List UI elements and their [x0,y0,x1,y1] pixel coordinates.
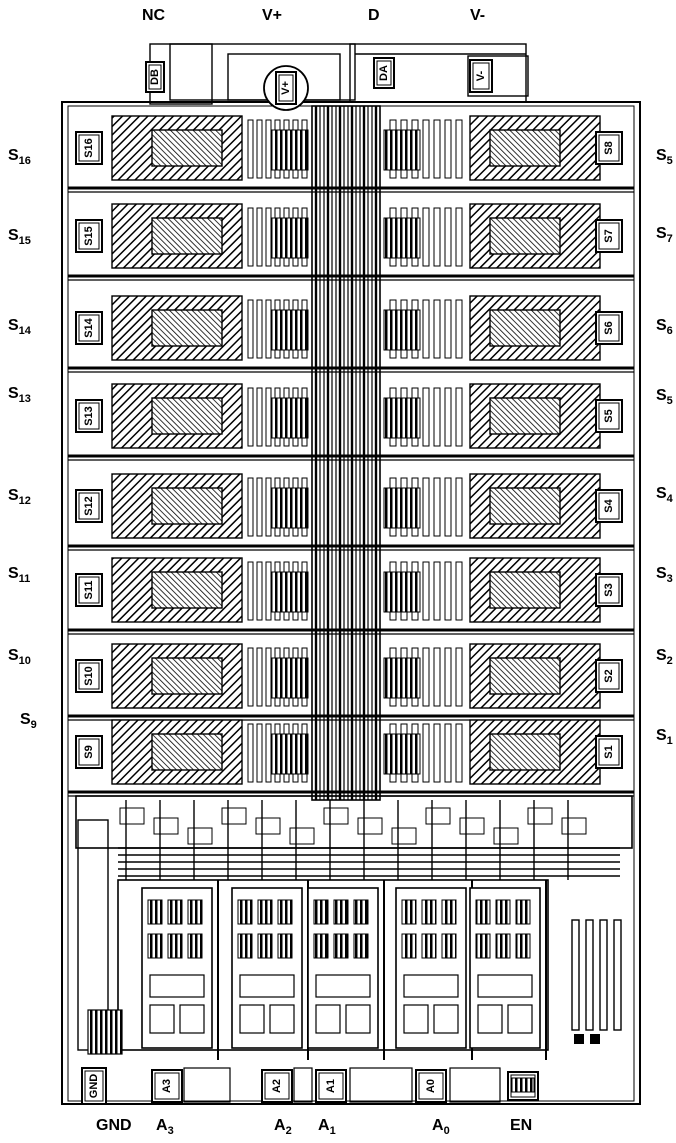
decoder-block [469,887,541,1049]
pin-label-vminus: V- [470,7,486,24]
decoder-block [307,887,379,1049]
pin-label-left-5: S11 [8,565,31,586]
pin-label-bottom-5: EN [510,1117,533,1134]
pin-label-right-6: S2 [656,647,673,668]
pad-a1: A1 [315,1069,347,1103]
pad-vminus: V- [469,59,493,93]
pin-label-right-2: S6 [656,317,673,338]
decoder-block [141,887,213,1049]
pad-a2: A2 [261,1069,293,1103]
pad-s14: S14 [75,311,103,345]
pin-label-nc: NC [142,7,166,24]
pin-label-right-3: S5 [656,387,673,408]
pad-s6: S6 [595,311,623,345]
pad-s8: S8 [595,131,623,165]
pad-s13: S13 [75,399,103,433]
pad-s12: S12 [75,489,103,523]
svg-text:A2: A2 [271,1079,283,1093]
pad-a3: A3 [151,1069,183,1103]
svg-text:S2: S2 [603,669,615,682]
svg-text:S10: S10 [83,666,95,686]
svg-text:S5: S5 [603,409,615,422]
pad-da: DA [373,57,395,89]
svg-text:GND: GND [88,1074,100,1099]
svg-text:S9: S9 [83,745,95,758]
svg-text:S16: S16 [83,138,95,158]
pin-label-right-1: S7 [656,225,673,246]
pad-s5: S5 [595,399,623,433]
svg-text:S1: S1 [603,745,615,758]
pad-s3: S3 [595,573,623,607]
pin-label-left-3: S13 [8,385,31,406]
pad-s9: S9 [75,735,103,769]
svg-text:S8: S8 [603,141,615,154]
pad-s1: S1 [595,735,623,769]
svg-text:A3: A3 [161,1079,173,1093]
svg-text:S13: S13 [83,406,95,426]
pad-s11: S11 [75,573,103,607]
svg-text:A0: A0 [425,1079,437,1093]
pad-s7: S7 [595,219,623,253]
pad-gnd: GND [81,1067,107,1105]
pin-label-right-7: S1 [656,727,673,748]
pin-label-left-0: S16 [8,147,31,168]
svg-text:S11: S11 [83,581,95,600]
pad-s16: S16 [75,131,103,165]
pin-label-bottom-3: A1 [318,1117,336,1138]
svg-text:S6: S6 [603,321,615,334]
pad-s10: S10 [75,659,103,693]
svg-text:S3: S3 [603,583,615,596]
pin-label-bottom-1: A3 [156,1117,174,1138]
pin-label-d: D [368,7,380,24]
svg-text:V+: V+ [280,81,292,95]
pin-label-left-1: S15 [8,227,31,248]
pad-s15: S15 [75,219,103,253]
pin-label-bottom-2: A2 [274,1117,292,1138]
pad-a0: A0 [415,1069,447,1103]
svg-text:V-: V- [475,70,487,81]
svg-text:S12: S12 [83,496,95,516]
die-marking [571,919,622,1044]
pin-label-left-6: S10 [8,647,31,668]
pin-label-right-0: S5 [656,147,673,168]
pin-label-left-7: S9 [20,711,37,732]
svg-text:S15: S15 [83,226,95,246]
pin-label-left-2: S14 [8,317,31,338]
pin-label-right-5: S3 [656,565,673,586]
svg-text:A1: A1 [325,1079,337,1093]
svg-text:DB: DB [149,69,161,85]
svg-text:S4: S4 [603,498,615,512]
pin-label-right-4: S4 [656,485,673,506]
pin-label-left-4: S12 [8,487,31,508]
svg-text:DA: DA [378,65,390,81]
pad-s4: S4 [595,489,623,523]
pin-label-bottom-4: A0 [432,1117,450,1138]
decoder-block [395,887,467,1049]
pad-db: DB [145,61,165,93]
pin-label-vplus: V+ [262,7,283,24]
pad-s2: S2 [595,659,623,693]
decoder-block [231,887,303,1049]
svg-text:S7: S7 [603,229,615,242]
svg-text:S14: S14 [83,317,95,337]
pad-vplus: V+ [275,71,297,105]
pin-label-bottom-0: GND [96,1117,132,1134]
